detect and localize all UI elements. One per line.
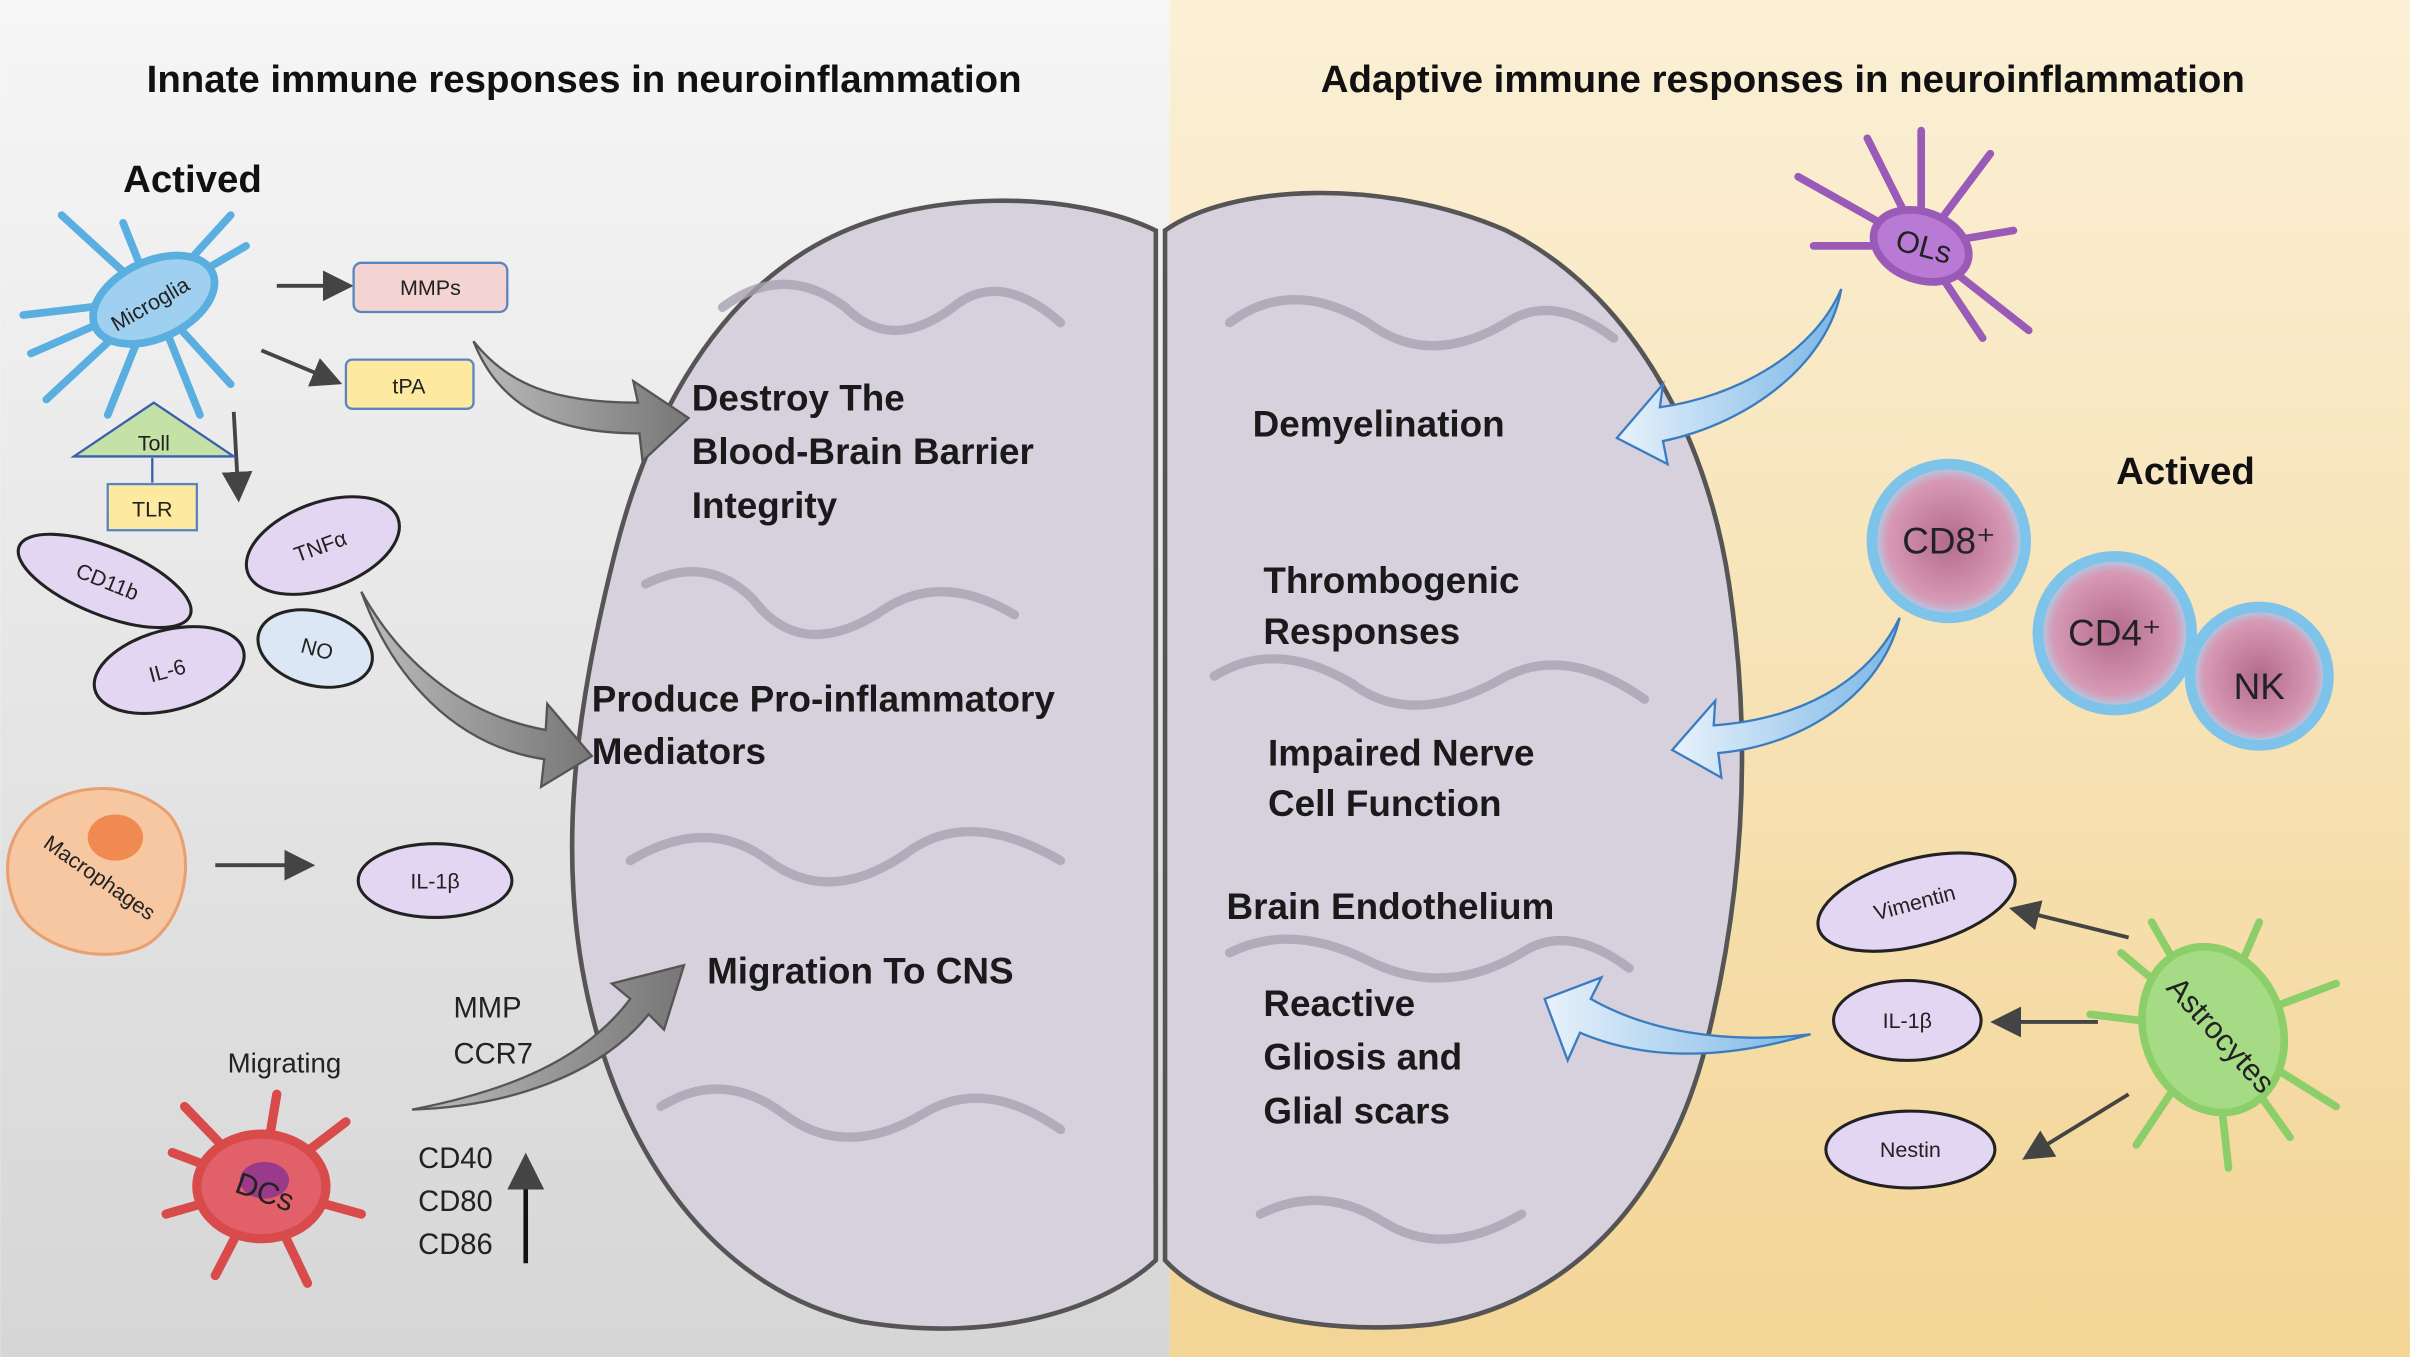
- il1b-left-ellipse: [356, 842, 514, 920]
- nestin-ellipse: [1824, 1109, 1997, 1190]
- il6-ellipse: [92, 625, 246, 716]
- effect-brain-endothelium: Brain Endothelium: [1227, 886, 1555, 927]
- cd4-cell: [2032, 550, 2198, 716]
- mmps-label: MMPs: [400, 276, 461, 300]
- cd86-label: CD86: [418, 1229, 493, 1261]
- cd11b-ellipse: [16, 532, 193, 630]
- arrow-to-cns-icon: [411, 963, 686, 1111]
- effect-pro-inflammatory-line1: Produce Pro-inflammatory: [592, 679, 1056, 720]
- cd8-label: CD8⁺: [1902, 520, 1995, 561]
- effect-destroy-bbb-line2: Blood-Brain Barrier: [692, 431, 1034, 472]
- tpa-box: [344, 358, 475, 410]
- tlr-box: [106, 482, 199, 532]
- left-actived-label: Actived: [123, 158, 262, 201]
- nk-cell: [2184, 601, 2334, 751]
- right-title: Adaptive immune responses in neuroinflam…: [1321, 58, 2245, 101]
- vimentin-ellipse: [1816, 851, 2017, 953]
- cd4-label: CD4⁺: [2068, 612, 2161, 653]
- effect-thrombogenic-line1: Thrombogenic: [1263, 560, 1519, 601]
- ccr7-label: CCR7: [454, 1038, 533, 1070]
- effect-thrombogenic-line2: Responses: [1263, 611, 1460, 652]
- nk-label: NK: [2234, 666, 2286, 707]
- effect-pro-inflammatory-line2: Mediators: [592, 731, 766, 772]
- cd8-cell: [1866, 458, 2032, 624]
- macrophage-nucleus: [87, 814, 144, 861]
- no-ellipse: [256, 608, 374, 689]
- effect-destroy-bbb-line1: Destroy The: [692, 377, 905, 418]
- effect-gliosis-line2: Gliosis and: [1263, 1037, 1462, 1078]
- tnfa-ellipse: [244, 495, 401, 596]
- effect-demyelination: Demyelination: [1253, 403, 1505, 444]
- tpa-label: tPA: [392, 374, 426, 398]
- left-hemisphere: [569, 198, 1159, 1331]
- microglia-cell: [19, 211, 250, 419]
- migrating-label: Migrating: [228, 1048, 342, 1079]
- astrocyte-cell: [2086, 918, 2340, 1172]
- dcs-cell: [161, 1089, 366, 1288]
- effect-gliosis-line1: Reactive: [1263, 983, 1415, 1024]
- mmp-label: MMP: [454, 992, 522, 1024]
- il1b-left-label: IL-1β: [410, 869, 459, 893]
- toll-triangle: [70, 401, 238, 458]
- arrow-to-demyelination-icon: [1615, 288, 1843, 467]
- toll-label: Toll: [138, 431, 170, 455]
- effect-gliosis-line3: Glial scars: [1263, 1090, 1450, 1131]
- effect-impaired-nerve-line1: Impaired Nerve: [1268, 732, 1534, 773]
- right-actived-label: Actived: [2116, 450, 2255, 493]
- mmps-box: [352, 261, 509, 314]
- left-title: Innate immune responses in neuroinflamma…: [147, 58, 1022, 101]
- arrow-to-gliosis-icon: [1543, 975, 1811, 1064]
- il1b-right-label: IL-1β: [1883, 1009, 1932, 1033]
- effect-impaired-nerve-line2: Cell Function: [1268, 783, 1502, 824]
- effect-destroy-bbb-line3: Integrity: [692, 485, 838, 526]
- arrow-to-nerve-function-icon: [1670, 617, 1901, 780]
- brain-illustration: [569, 190, 1745, 1331]
- cd80-label: CD80: [418, 1186, 493, 1218]
- effect-migration-cns: Migration To CNS: [707, 951, 1014, 992]
- ols-cell: [1794, 126, 2033, 342]
- cd40-label: CD40: [418, 1143, 493, 1175]
- tlr-label: TLR: [132, 497, 173, 521]
- arrow-to-bbb-icon: [472, 340, 691, 464]
- nestin-label: Nestin: [1880, 1138, 1941, 1162]
- arrow-to-mediators-icon: [360, 591, 594, 790]
- il1b-right-ellipse: [1832, 978, 1983, 1062]
- right-hemisphere: [1162, 190, 1745, 1330]
